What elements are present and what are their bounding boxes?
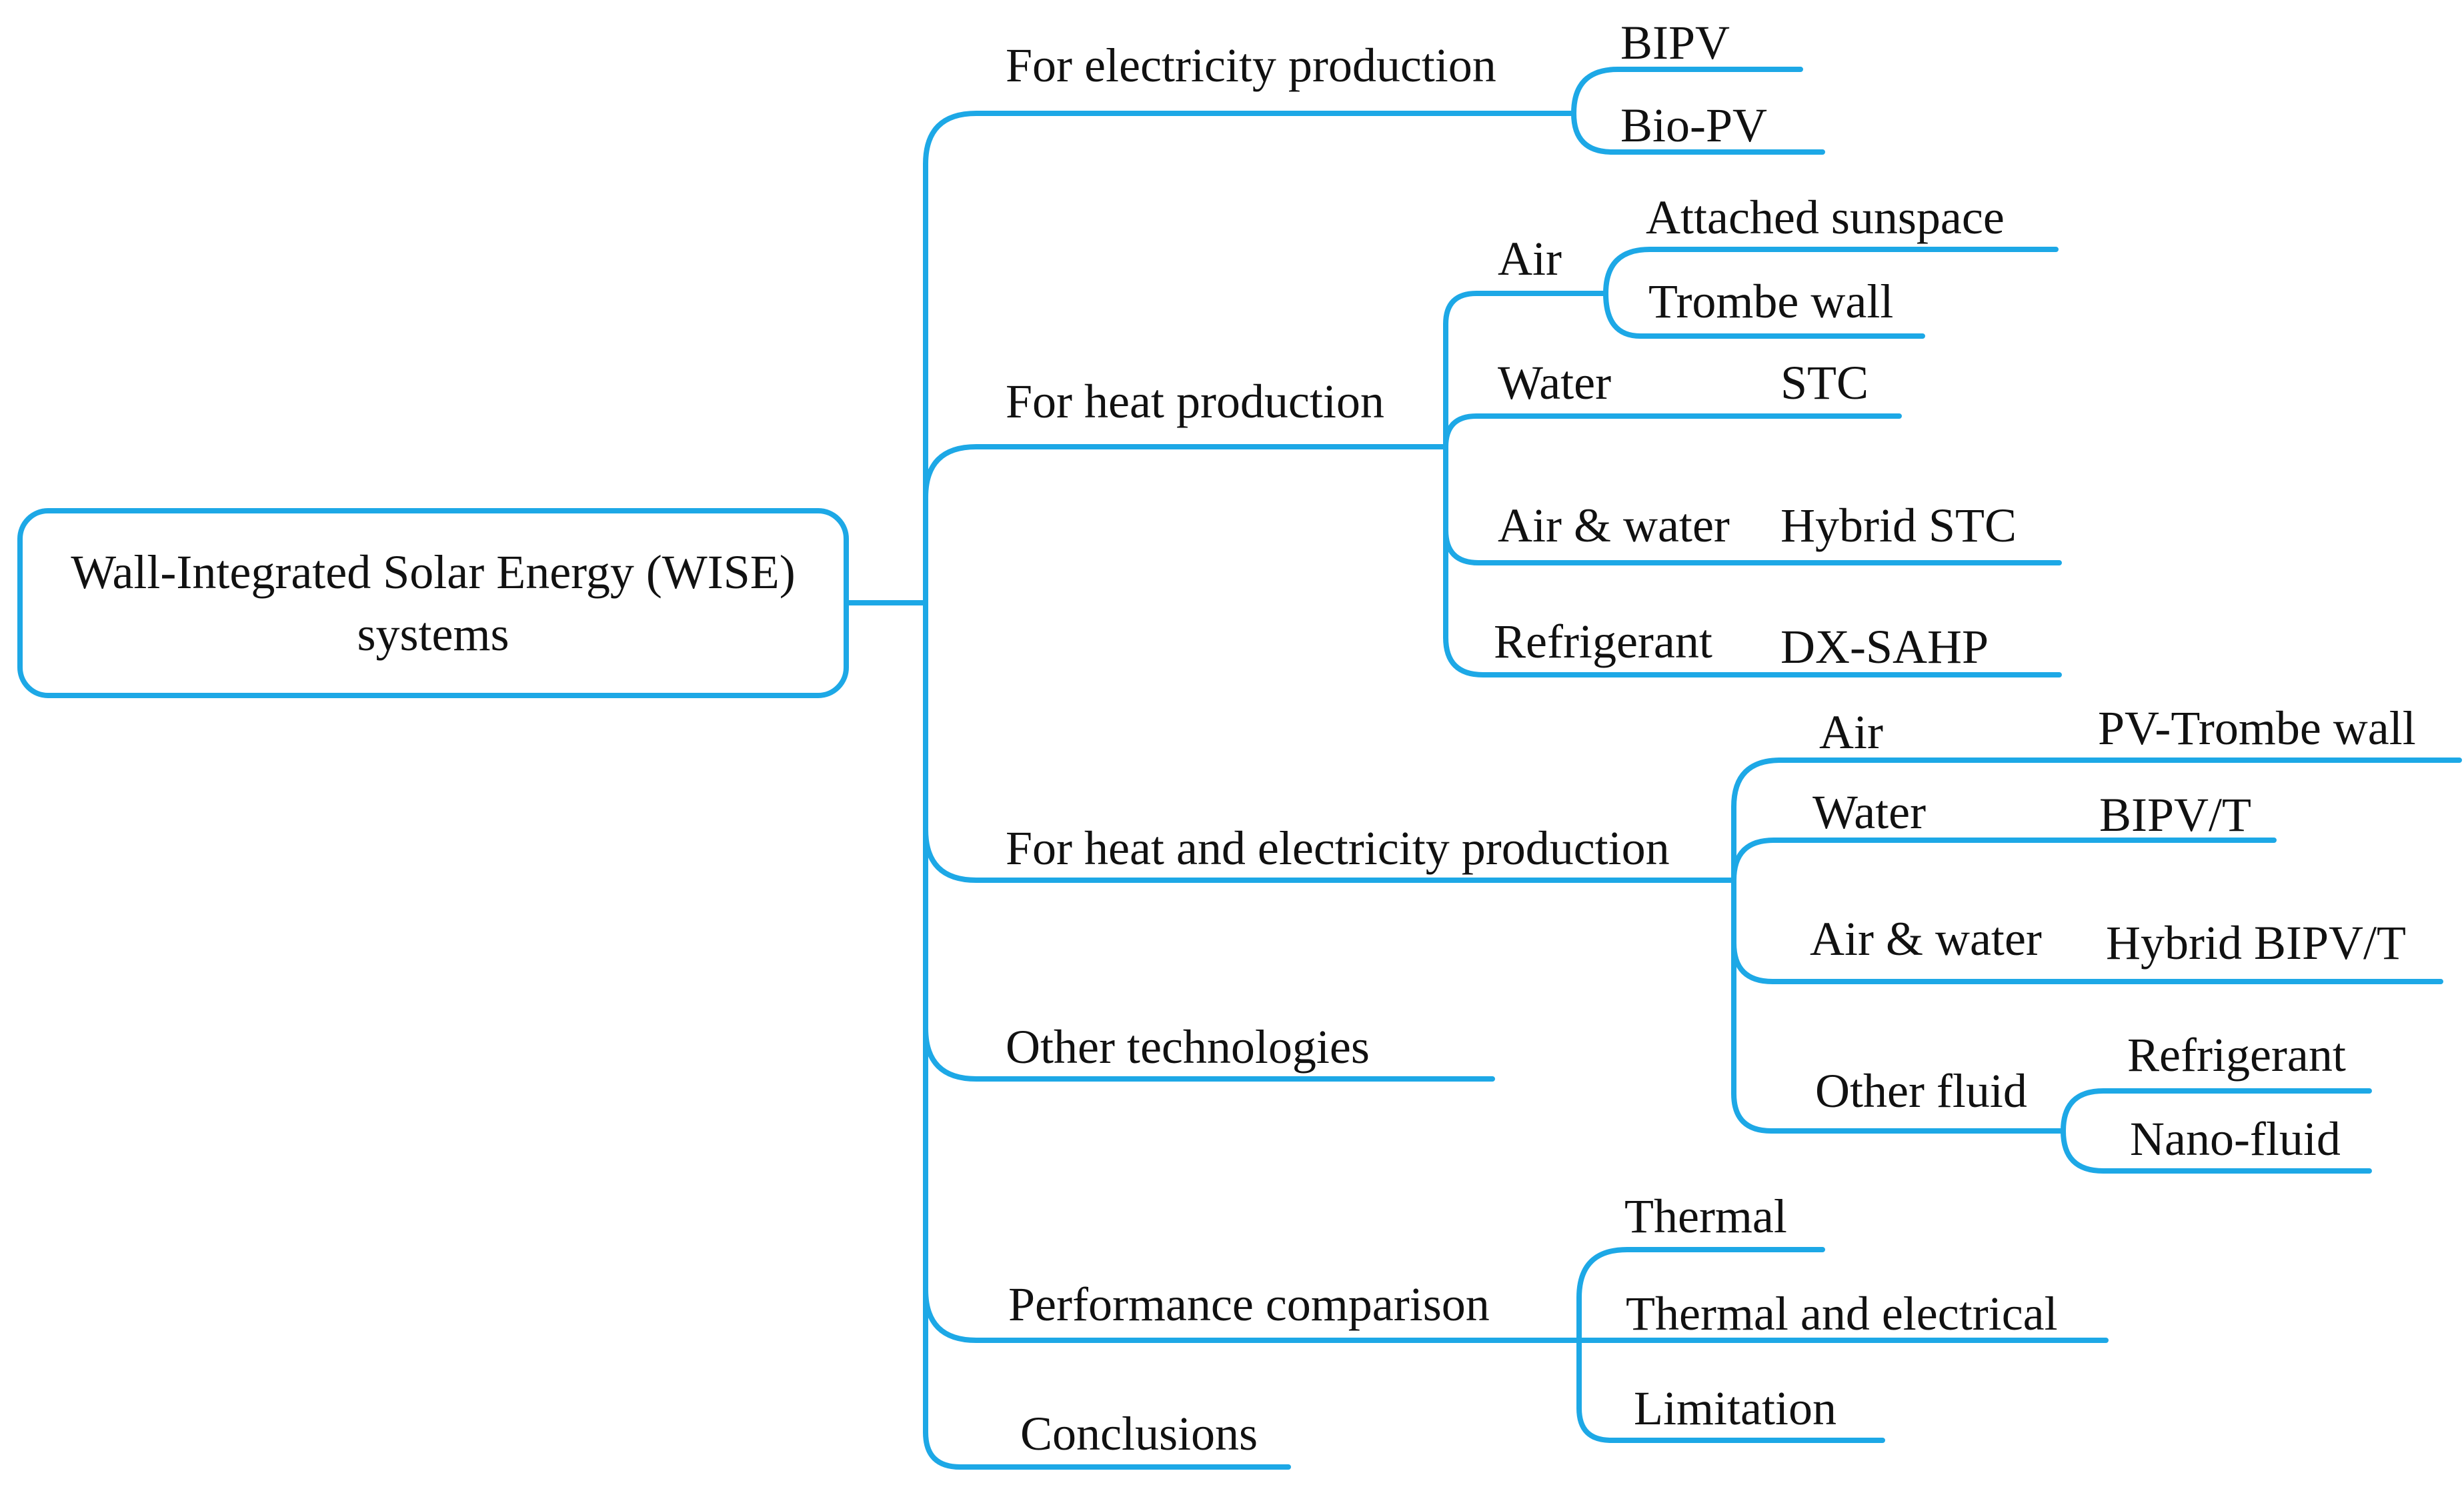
branch-other-technologies: Other technologies [1006,1020,1370,1074]
connector-limitation [1576,1406,1885,1443]
branch-heat: For heat production [1006,375,1384,428]
connector-sunspace [1603,247,2059,296]
leaf-dx-sahp: DX-SAHP [1780,620,1989,673]
connector-heat-air-water [1443,527,2062,565]
root-node: Wall-Integrated Solar Energy (WISE) syst… [17,508,849,698]
connector-heat-water [1443,413,1902,449]
connector-he-air-water [1731,940,2443,984]
connector-conclusions [923,1430,1291,1470]
leaf-stc: STC [1780,356,1869,409]
connector-bipv [1571,67,1803,116]
branch-electricity: For electricity production [1006,39,1496,92]
node-he-other-fluid: Other fluid [1815,1064,2027,1118]
leaf-bipv: BIPV [1620,16,1730,69]
connector-heat-refrigerant [1443,635,2062,677]
leaf-thermal: Thermal [1624,1190,1787,1243]
connector-performance [923,1287,1582,1343]
leaf-bipv-t: BIPV/T [2099,788,2252,842]
connector-heat-air [1443,291,1608,327]
connector-trombe [1603,291,1925,339]
branch-performance: Performance comparison [1008,1278,1490,1331]
node-he-water: Water [1812,786,1927,839]
connector-heat [923,444,1448,500]
node-heat-air: Air [1498,232,1562,285]
root-title-line-1: Wall-Integrated Solar Energy (WISE) [71,545,796,599]
branch-heat-electricity: For heat and electricity production [1006,822,1670,875]
leaf-hybrid-stc: Hybrid STC [1780,499,2017,552]
branch-conclusions: Conclusions [1020,1407,1258,1460]
connector-refrigerant [2061,1088,2372,1134]
leaf-thermal-electrical: Thermal and electrical [1626,1287,2058,1340]
leaf-pv-trombe-wall: PV-Trombe wall [2098,701,2416,755]
node-heat-refrigerant: Refrigerant [1494,615,1712,668]
leaf-limitation: Limitation [1634,1382,1836,1435]
connector-he-water [1731,838,2277,883]
node-heat-water: Water [1498,356,1612,409]
leaf-nano-fluid: Nano-fluid [2130,1112,2341,1166]
connector-electricity [923,111,1576,167]
node-heat-air-water: Air & water [1498,499,1730,552]
connector-nano-fluid [2061,1128,2372,1174]
leaf-refrigerant: Refrigerant [2127,1028,2346,1082]
leaf-trombe-wall: Trombe wall [1648,275,1894,328]
connector-he-other-fluid [1731,1091,2066,1134]
connector-he-air [1731,758,2462,810]
connector-thermal [1576,1247,1825,1300]
connector-bio-pv [1571,111,1825,155]
root-title-line-2: systems [357,607,509,661]
leaf-attached-sunspace: Attached sunspace [1646,191,2005,244]
node-he-air-water: Air & water [1810,912,2042,966]
leaf-bio-pv: Bio-PV [1620,99,1768,152]
node-he-air: Air [1819,705,1883,759]
connector-heat-electricity [923,827,1736,883]
leaf-hybrid-bipv-t: Hybrid BIPV/T [2106,916,2406,970]
connector-other-technologies [923,1026,1495,1082]
